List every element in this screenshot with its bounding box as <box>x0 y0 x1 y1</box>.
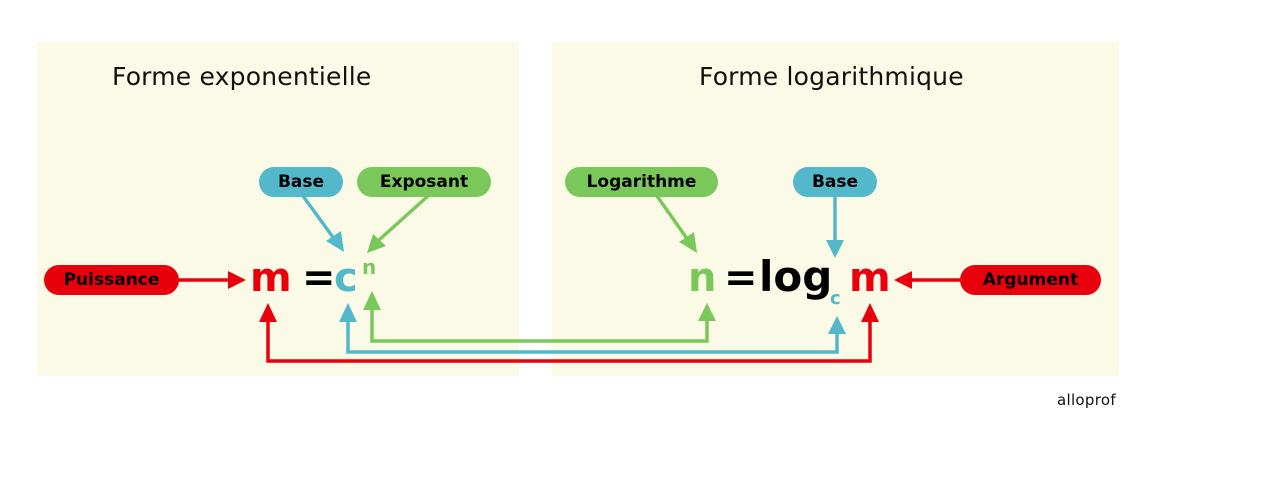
base-label-right: Base <box>793 167 877 197</box>
power-label: Puissance <box>44 265 179 295</box>
power-variable-m: m <box>250 255 292 301</box>
equals-sign-left: = <box>302 255 336 301</box>
power-arrow <box>178 271 246 289</box>
argument-label: Argument <box>960 265 1101 295</box>
exponent-variable-n: n <box>362 255 377 279</box>
exponential-form-title: Forme exponentielle <box>112 62 372 91</box>
logarithm-label: Logarithme <box>565 167 718 197</box>
base-arrow-left <box>301 194 344 252</box>
log-operator: log <box>759 252 833 301</box>
argument-arrow <box>894 271 960 289</box>
base-label-left: Base <box>259 167 343 197</box>
base-variable-c-left: c <box>334 255 358 301</box>
alloprof-logo: alloprof <box>1057 391 1116 409</box>
logarithm-arrow <box>655 194 697 253</box>
base-arrow-right <box>826 196 844 258</box>
exponent-label: Exposant <box>357 167 491 197</box>
equals-sign-right: = <box>724 255 758 301</box>
connector-red <box>259 303 879 363</box>
logarithm-variable-n: n <box>688 255 717 301</box>
logarithmic-form-title: Forme logarithmique <box>699 62 964 91</box>
base-variable-c-right: c <box>830 288 841 309</box>
exponential-form-panel <box>37 42 519 376</box>
exponent-arrow <box>367 194 430 253</box>
connector-green <box>363 291 716 343</box>
argument-variable-m: m <box>849 255 891 301</box>
connector-blue <box>339 303 846 354</box>
